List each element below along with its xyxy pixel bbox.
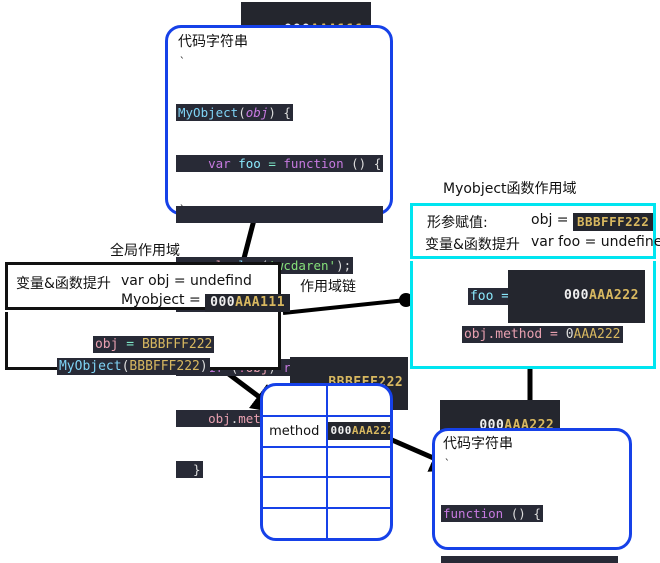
global-scope-exec-box: obj = BBBFFF222 MyObject(BBBFFF222) bbox=[5, 312, 281, 375]
table-row bbox=[263, 507, 390, 538]
property-table-grid: method 000AAA222 bbox=[263, 386, 390, 538]
function-scope-hoist-box: 形参赋值: obj = BBBFFF222 变量&函数提升 var foo = … bbox=[410, 203, 660, 259]
bottom-code-panel: 代码字符串 ` function () { console.log('wcdar… bbox=[432, 428, 632, 563]
exec-eq: = bbox=[126, 337, 135, 352]
top-code-panel: 代码字符串 ` MyObject(obj) { var foo = functi… bbox=[165, 25, 393, 478]
table-cell-key-method: method bbox=[263, 414, 328, 448]
code-line bbox=[441, 556, 619, 563]
global-exec-obj-line: obj = BBBFFF222 bbox=[46, 319, 215, 370]
exec-call-fn: MyObject bbox=[58, 359, 122, 374]
code-line: var foo = function () { bbox=[176, 155, 384, 172]
global-hoist-line1: var obj = undefind bbox=[121, 273, 252, 289]
scope-chain-label: 作用域链 bbox=[300, 279, 356, 295]
global-hoist-label: 变量&函数提升 bbox=[16, 276, 111, 292]
exec-obj-value: BBBFFF222 bbox=[141, 337, 213, 352]
table-cell-key bbox=[263, 386, 328, 417]
fn-hoist-label: 变量&函数提升 bbox=[425, 237, 520, 253]
table-row: method 000AAA222 bbox=[263, 414, 390, 448]
code-line: function () { bbox=[441, 505, 543, 522]
address-chip-foo: 000AAA222 bbox=[508, 270, 645, 323]
fn-hoist-value: var foo = undefined bbox=[531, 234, 660, 250]
global-scope-label: 全局作用域 bbox=[110, 243, 180, 259]
table-cell-value bbox=[325, 445, 390, 479]
bottom-code-title: 代码字符串 bbox=[443, 436, 513, 452]
global-scope-hoist-box: 变量&函数提升 var obj = undefind Myobject = 00… bbox=[5, 262, 291, 313]
objmethod-addr-text: AAA222 bbox=[573, 327, 621, 342]
table-cell-key bbox=[263, 507, 328, 538]
object-property-table: method 000AAA222 bbox=[260, 383, 393, 541]
table-cell-value bbox=[325, 476, 390, 510]
top-code-open-tick: ` bbox=[179, 55, 186, 68]
address-chip-global-myobject: 000AAA111 bbox=[205, 294, 291, 313]
top-code-close-tick: ` bbox=[179, 203, 186, 216]
bottom-code-open-tick: ` bbox=[444, 457, 451, 470]
global-exec-call-line: MyObject(BBBFFF222) bbox=[56, 358, 210, 375]
param-obj-name: obj = bbox=[531, 212, 573, 228]
global-hoist-myobject-name: Myobject = bbox=[121, 292, 206, 308]
table-cell-value bbox=[325, 386, 390, 417]
param-assign-value: obj = BBBFFF222 bbox=[531, 212, 654, 231]
table-cell-value bbox=[325, 507, 390, 538]
address-chip-method: 000AAA222 bbox=[327, 422, 390, 440]
table-cell-value-method: 000AAA222 bbox=[325, 414, 390, 448]
table-row bbox=[263, 476, 390, 510]
table-cell-key bbox=[263, 476, 328, 510]
address-chip-param-obj: BBBFFF222 bbox=[572, 213, 654, 231]
table-row bbox=[263, 445, 390, 479]
table-cell-key bbox=[263, 445, 328, 479]
function-scope-exec-box: foo = 000AAA222 obj.method = 0AAA222 bbox=[410, 261, 656, 369]
fn-objmethod-assign-line: obj.method = 0AAA222 bbox=[461, 326, 623, 343]
code-line: } bbox=[176, 461, 203, 478]
exec-obj-name: obj bbox=[94, 337, 119, 352]
global-hoist-line2: Myobject = 000AAA111 bbox=[121, 292, 291, 313]
param-assign-label: 形参赋值: bbox=[427, 215, 488, 231]
function-scope-label: Myobject函数作用域 bbox=[443, 181, 577, 197]
bottom-code-body: function () { console.log('wcdaren'); } bbox=[441, 471, 619, 563]
objmethod-assign-text: obj.method = bbox=[463, 327, 566, 342]
code-line bbox=[176, 206, 384, 223]
code-line: MyObject(obj) { bbox=[176, 104, 293, 121]
top-code-title: 代码字符串 bbox=[178, 34, 248, 50]
exec-call-arg: BBBFFF222 bbox=[129, 359, 200, 374]
table-row bbox=[263, 386, 390, 417]
foo-assign-text: foo = bbox=[469, 289, 517, 304]
